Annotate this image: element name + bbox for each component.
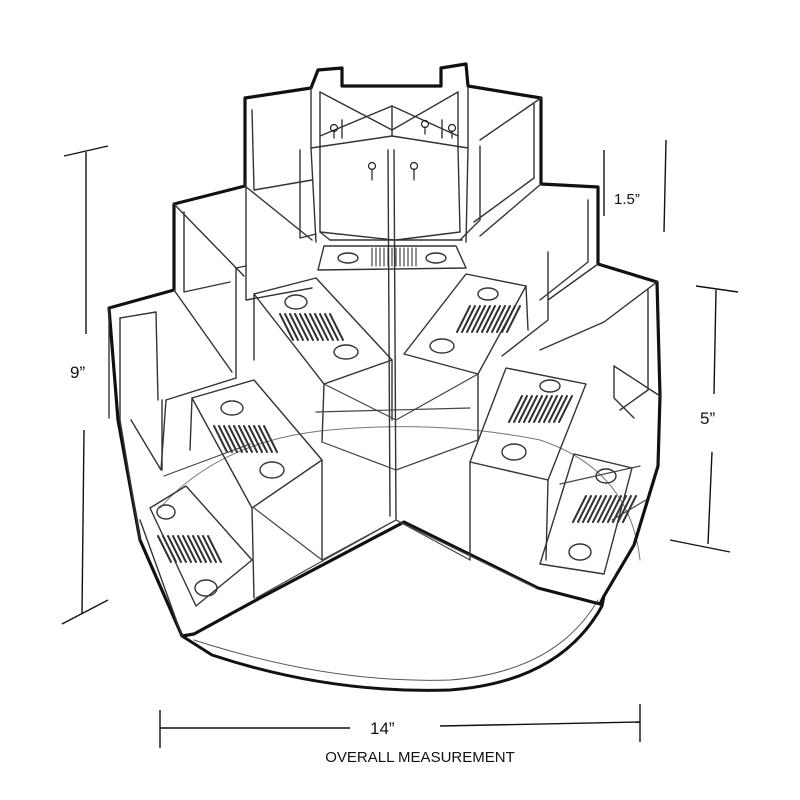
keyhole-slots: [329, 119, 457, 181]
right-side-walls: [459, 97, 661, 419]
height-dimension-line: [61, 145, 109, 625]
divider-panels: [163, 373, 647, 599]
round-base: [180, 594, 606, 692]
width-label: 14”: [370, 719, 395, 738]
left-side-walls: [108, 109, 317, 541]
overall-measurement-caption: OVERALL MEASUREMENT: [325, 749, 515, 766]
dimension-annotations: [61, 139, 739, 748]
brochure-holder-drawing: [107, 62, 662, 692]
height-label: 9”: [70, 363, 85, 382]
side-dimension-line: [669, 285, 739, 553]
pocket-mid-left: [253, 277, 393, 443]
top-shelf: [317, 245, 467, 271]
pocket-depth-label: 1.5”: [614, 191, 640, 208]
pocket-mid-right: [403, 273, 529, 441]
center-tower: [310, 87, 469, 521]
holder-silhouette: [107, 62, 662, 638]
pocket-lower-right: [469, 367, 587, 561]
pocket-lower-left: [189, 379, 323, 599]
pocket-depth-dimension-line: [603, 139, 667, 233]
side-height-label: 5”: [700, 409, 715, 428]
pocket-bottom-left: [139, 485, 253, 637]
width-dimension-line: [159, 704, 641, 748]
